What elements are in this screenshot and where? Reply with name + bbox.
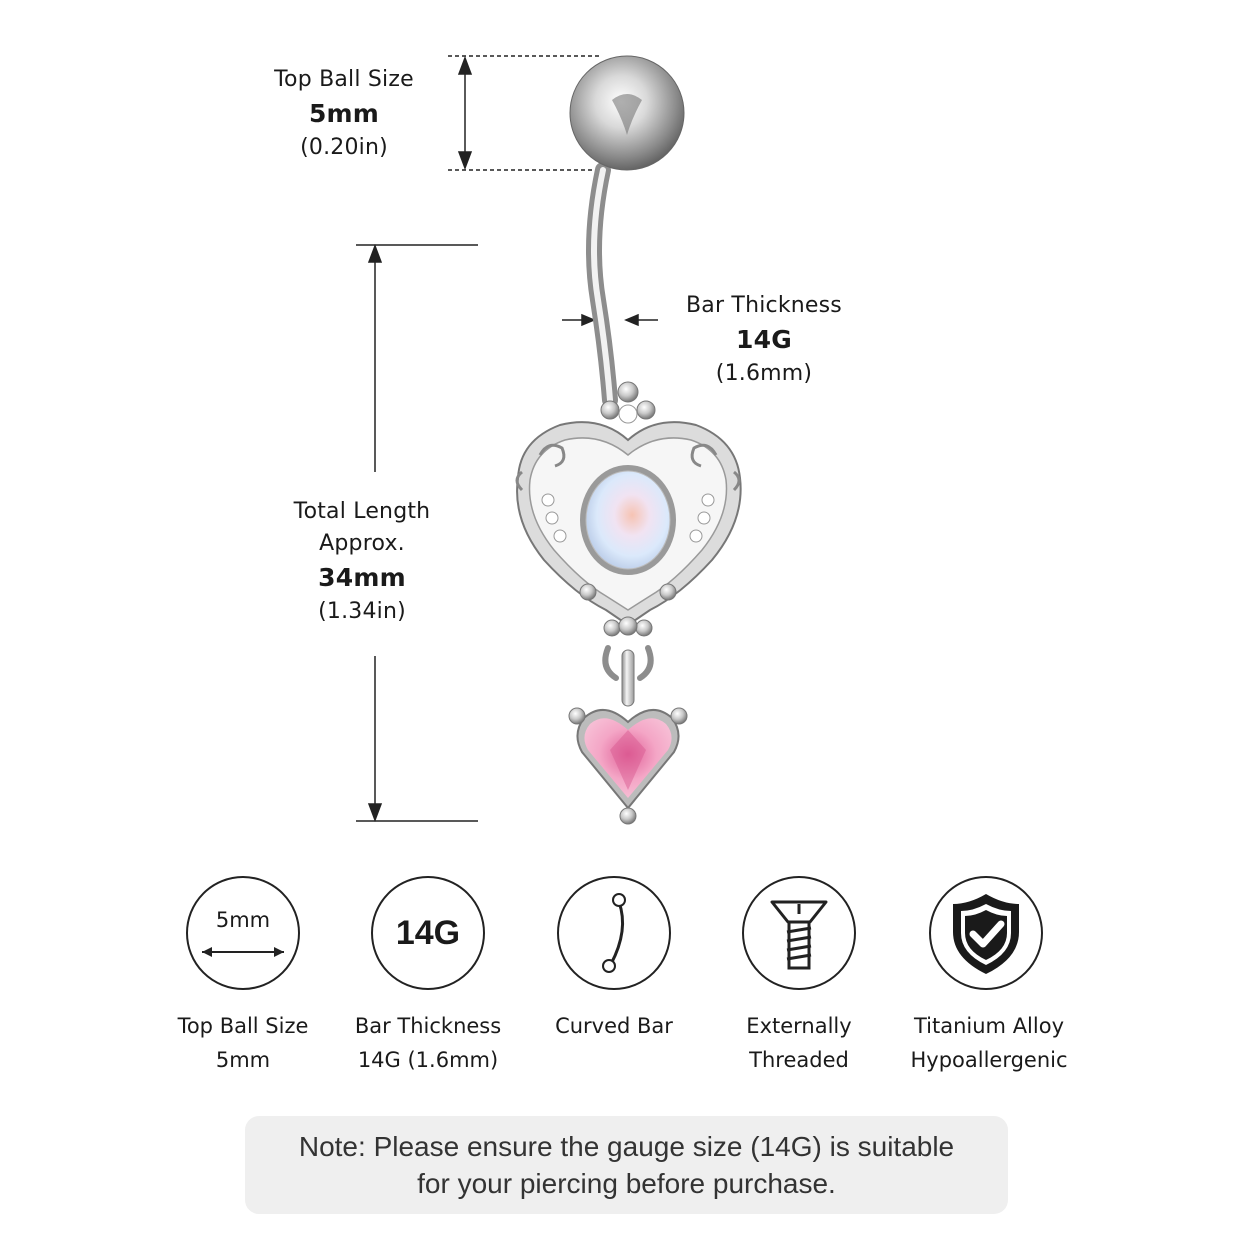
bar-thickness-label: Bar Thickness 14G (1.6mm) [664, 290, 864, 390]
product-diagram [356, 55, 742, 825]
feature-label-material: Titanium Alloy Hypoallergenic [910, 1014, 1068, 1072]
connector-ring [602, 645, 654, 681]
feature-label-gauge: Bar Thickness 14G (1.6mm) [354, 1014, 502, 1072]
heart-gem [568, 707, 688, 825]
top-ball-dimension [448, 55, 600, 171]
bar-thickness-sub: (1.6mm) [715, 361, 813, 387]
bar-thickness-dimension [562, 313, 658, 327]
total-length-title: Total Length [293, 499, 431, 524]
bar-thickness-title: Bar Thickness [686, 293, 842, 318]
ornate-frame [515, 381, 742, 637]
top-ball-title: Top Ball Size [274, 67, 414, 92]
total-length-sub: (1.34in) [318, 599, 406, 625]
gauge-icon: 14G [371, 876, 485, 990]
total-length-approx: Approx. [319, 530, 405, 556]
feature-label-threaded: Externally Threaded [746, 1014, 852, 1072]
top-ball-label: Top Ball Size 5mm (0.20in) [244, 64, 444, 164]
bar-thickness-value: 14G [736, 324, 792, 354]
shield-check-icon [929, 876, 1043, 990]
gauge-icon-text: 14G [395, 914, 461, 952]
curved-bar-icon [557, 876, 671, 990]
total-length-label: Total Length Approx. 34mm (1.34in) [262, 496, 462, 628]
top-ball-value: 5mm [308, 98, 380, 128]
feature-label-curved-bar: Curved Bar [555, 1014, 673, 1038]
top-ball-sub: (0.20in) [300, 135, 388, 161]
note-line-1: Note: Please ensure the gauge size (14G)… [298, 1131, 955, 1162]
feature-label-ball-size: Top Ball Size 5mm [177, 1014, 309, 1072]
screw-icon [742, 876, 856, 990]
ball-size-icon: 5mm [186, 876, 300, 990]
note-line-2: for your piercing before purchase. [417, 1168, 836, 1199]
note-box: Note: Please ensure the gauge size (14G)… [245, 1116, 1008, 1214]
total-length-value: 34mm [318, 562, 406, 592]
total-length-dimension [356, 243, 478, 823]
ball-size-icon-text: 5mm [215, 908, 271, 932]
